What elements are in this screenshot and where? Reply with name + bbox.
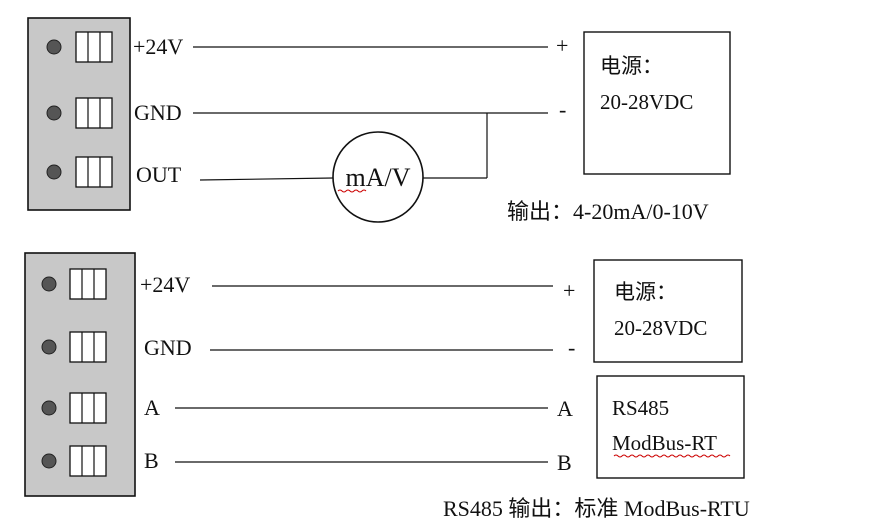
pin-label-a-2: A bbox=[144, 395, 160, 420]
bus-end-a: A bbox=[557, 396, 573, 421]
power-title-2: 电源： bbox=[614, 280, 677, 304]
polarity-minus-2: - bbox=[568, 335, 575, 360]
caption-output-1: 输出：4-20mA/0-10V bbox=[507, 199, 709, 224]
power-supply-box-1: 电源： 20-28VDC bbox=[583, 31, 731, 175]
rs485-box: RS485 ModBus-RT bbox=[596, 375, 745, 479]
power-box-1 bbox=[583, 31, 731, 175]
pin-label-out-1: OUT bbox=[136, 162, 182, 187]
caption-output-2: RS485 输出：标准 ModBus-RTU bbox=[443, 496, 750, 521]
pin-label-gnd-1: GND bbox=[134, 100, 182, 125]
terminal-screw bbox=[46, 164, 62, 180]
polarity-plus-2: + bbox=[563, 278, 575, 303]
terminal-screw bbox=[41, 400, 57, 416]
pin-label-b-2: B bbox=[144, 448, 159, 473]
power-title-1: 电源： bbox=[600, 54, 663, 78]
terminal-screw bbox=[46, 39, 62, 55]
power-range-2: 20-28VDC bbox=[614, 316, 707, 340]
wire-out-1 bbox=[199, 177, 334, 181]
rs485-title: RS485 bbox=[612, 396, 669, 420]
pin-label-gnd-2: GND bbox=[144, 335, 192, 360]
terminal-slot bbox=[75, 97, 113, 129]
terminal-screw bbox=[46, 105, 62, 121]
terminal-slot bbox=[69, 331, 107, 363]
meter-symbol: mA/V bbox=[332, 131, 424, 223]
polarity-minus-1: - bbox=[559, 97, 566, 122]
meter-label: mA/V bbox=[346, 163, 411, 192]
power-range-1: 20-28VDC bbox=[600, 90, 693, 114]
terminal-screw bbox=[41, 339, 57, 355]
pin-label-24v-1: +24V bbox=[133, 34, 183, 59]
sensor-terminal-block-1 bbox=[27, 17, 131, 211]
polarity-plus-1: + bbox=[556, 33, 568, 58]
terminal-slot bbox=[75, 156, 113, 188]
power-supply-box-2: 电源： 20-28VDC bbox=[593, 259, 743, 363]
terminal-slot bbox=[75, 31, 113, 63]
terminal-slot bbox=[69, 392, 107, 424]
pin-label-24v-2: +24V bbox=[140, 272, 190, 297]
rs485-border bbox=[596, 375, 745, 479]
meter-circle bbox=[332, 131, 424, 223]
bus-end-b: B bbox=[557, 450, 572, 475]
rs485-protocol: ModBus-RT bbox=[612, 431, 717, 455]
terminal-slot bbox=[69, 268, 107, 300]
sensor-terminal-block-2 bbox=[24, 252, 136, 497]
terminal-screw bbox=[41, 276, 57, 292]
terminal-slot bbox=[69, 445, 107, 477]
terminal-screw bbox=[41, 453, 57, 469]
power-box-2 bbox=[593, 259, 743, 363]
